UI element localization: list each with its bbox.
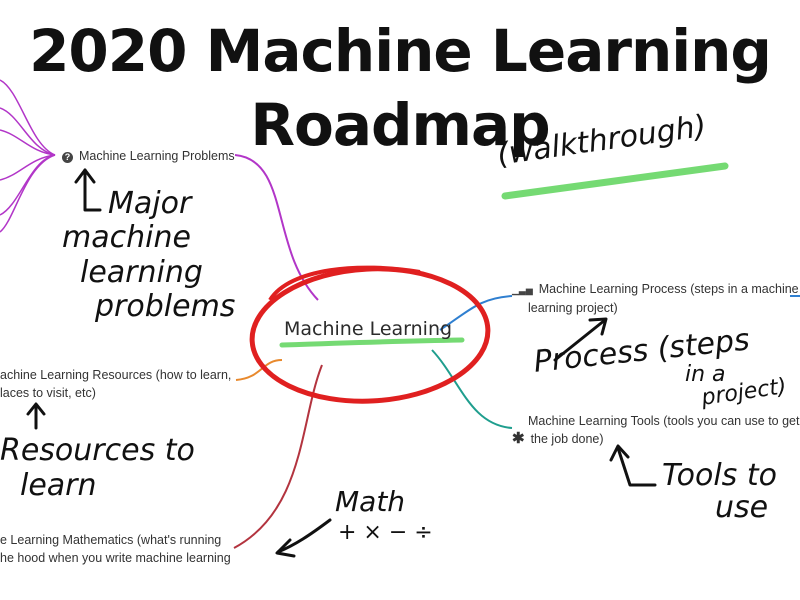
walkthrough-highlight <box>501 162 729 200</box>
node-math-line1: e Learning Mathematics (what's running <box>0 533 222 547</box>
blue-branch <box>439 295 513 331</box>
annotation-major-4: problems <box>95 289 236 324</box>
page-title-line2: Roadmap <box>250 91 550 159</box>
node-resources-line2: laces to visit, etc) <box>0 386 96 400</box>
page-title-line1: 2020 Machine Learning <box>29 17 772 85</box>
node-problems[interactable]: ? Machine Learning Problems <box>62 147 235 165</box>
annotation-major-3: learning <box>80 255 203 290</box>
node-process-line2: learning project) <box>528 301 618 315</box>
annotation-tools-2: use <box>715 490 769 525</box>
question-circle-icon: ? <box>62 152 73 163</box>
node-problems-label: Machine Learning Problems <box>79 149 235 163</box>
purple-branches <box>0 79 319 301</box>
teal-branch <box>431 349 513 429</box>
annotation-tools-1: Tools to <box>662 458 777 493</box>
orange-branch <box>235 359 283 381</box>
node-resources-line1: achine Learning Resources (how to learn, <box>0 368 232 382</box>
center-node-label[interactable]: Machine Learning <box>284 318 453 340</box>
annotation-resources-1: Resources to <box>0 433 195 468</box>
node-process[interactable]: ▁▃▅ Machine Learning Process (steps in a … <box>512 280 799 317</box>
node-math-line2: he hood when you write machine learning <box>0 551 231 565</box>
annotation-major-1: Major <box>108 186 192 221</box>
center-highlight <box>279 337 465 348</box>
annotation-process-2: in a <box>685 362 726 387</box>
node-tools[interactable]: Machine Learning Tools (tools you can us… <box>512 412 799 448</box>
annotation-resources-2: learn <box>20 468 97 503</box>
annotation-major-2: machine <box>62 220 191 255</box>
annotation-math-1: Math <box>335 485 406 518</box>
node-tools-line1: Machine Learning Tools (tools you can us… <box>528 414 800 428</box>
annotation-arrows <box>26 168 657 558</box>
bar-signal-icon: ▁▃▅ <box>512 285 533 295</box>
node-resources[interactable]: achine Learning Resources (how to learn,… <box>0 366 231 402</box>
asterisk-icon: ✱ <box>512 430 525 447</box>
node-process-line1: Machine Learning Process (steps in a mac… <box>538 282 799 296</box>
center-red-circle-overlap <box>268 265 421 302</box>
annotation-math-2: + × − ÷ <box>338 520 433 545</box>
node-math[interactable]: e Learning Mathematics (what's running h… <box>0 531 231 567</box>
node-tools-line2: the job done) <box>530 432 604 446</box>
darkred-branch <box>233 364 323 549</box>
